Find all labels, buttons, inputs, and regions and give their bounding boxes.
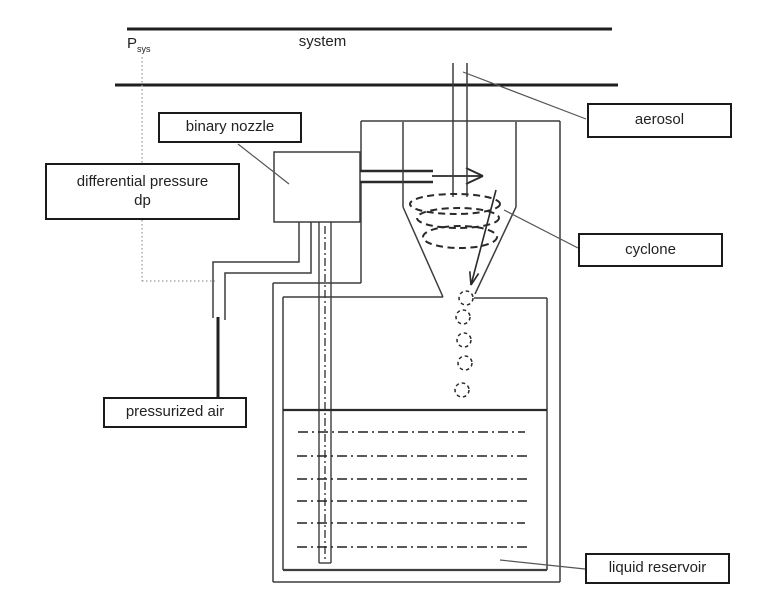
cyclone-leader-line [503,209,579,249]
psys-subscript: sys [137,44,151,54]
pressurized-air-pipe [212,222,312,320]
psys-label: Psys [127,35,151,54]
differential-pressure-label: differential pressure dp [45,163,240,220]
chamber-outline [272,120,561,583]
binary-nozzle-leader-line [237,143,290,185]
differential-pressure-label-line1: differential pressure [76,172,209,190]
liquid-reservoir-tank [282,296,548,572]
system-label: system [298,33,347,50]
differential-pressure-label-line2: dp [134,191,151,209]
liquid-reservoir-label: liquid reservoir [585,553,730,584]
cyclone-label: cyclone [578,233,723,267]
system-boundary-lines [115,27,618,87]
label-leader-lines [237,71,587,570]
cyclone-body [402,122,517,298]
psys-base: P [127,35,138,52]
aerosol-pipe [452,63,468,197]
nozzle-outlet-pipe [360,169,433,184]
droplets [454,290,474,398]
binary-nozzle-label: binary nozzle [158,112,302,143]
liquid-feed-tube [318,222,332,564]
psys-dotted-reference-line [141,57,215,282]
aerosol-leader-line [462,71,587,120]
flow-arrow [432,167,484,185]
binary-nozzle-body [273,151,361,223]
cyclone-flow-arrow [469,189,497,286]
aerosol-label: aerosol [587,103,732,138]
liquid-level-lines [297,431,528,548]
liquid-reservoir-leader-line [499,559,586,570]
cyclone-vortex-ellipses [409,193,501,249]
pressurized-air-label: pressurized air [103,397,247,428]
